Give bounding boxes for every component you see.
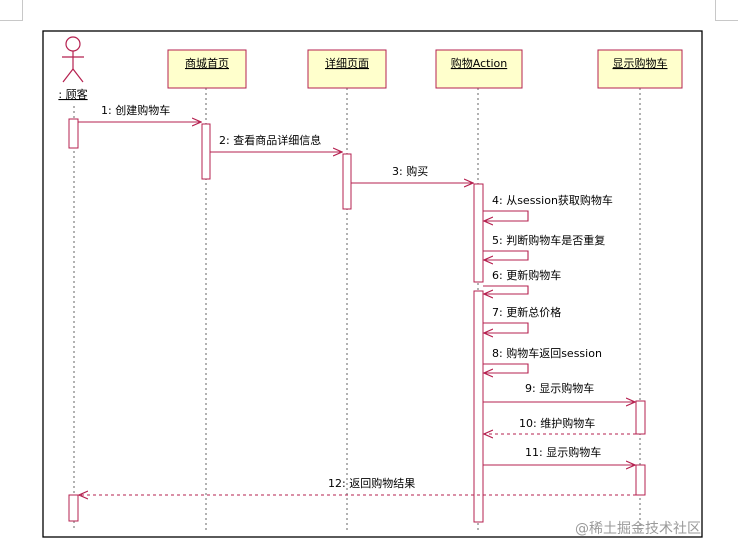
- message-9-label: 9: 显示购物车: [525, 381, 594, 395]
- participant-cart: 显示购物车: [597, 49, 683, 89]
- message-10-label: 10: 维护购物车: [519, 416, 595, 430]
- message-2-label: 2: 查看商品详细信息: [219, 133, 321, 147]
- message-6-arrow: [483, 285, 529, 294]
- message-5-arrow: [483, 250, 529, 260]
- activation-customer-2: [68, 494, 79, 522]
- message-3-label: 3: 购买: [392, 164, 428, 178]
- participant-action-label: 购物Action: [451, 56, 507, 70]
- crop-mark-left: [0, 0, 23, 21]
- message-8-arrow: [483, 363, 529, 373]
- actor-customer: [62, 36, 84, 83]
- actor-head-icon: [65, 36, 81, 52]
- message-6-label: 6: 更新购物车: [492, 268, 561, 282]
- message-8-label: 8: 购物车返回session: [492, 346, 602, 360]
- watermark-text: @稀土掘金技术社区: [575, 521, 701, 537]
- messages: [78, 122, 636, 495]
- message-4-label: 4: 从session获取购物车: [492, 193, 613, 207]
- message-7-arrow: [483, 322, 529, 333]
- participant-action: 购物Action: [435, 49, 523, 89]
- message-12-label: 12: 返回购物结果: [328, 476, 415, 490]
- diagram-frame: [42, 30, 703, 538]
- activation-customer-1: [68, 118, 79, 149]
- participant-detail: 详细页面: [307, 49, 387, 89]
- activation-cart-1: [635, 400, 646, 435]
- message-4-arrow: [483, 210, 529, 221]
- message-5-label: 5: 判断购物车是否重复: [492, 233, 605, 247]
- participant-home-label: 商城首页: [185, 56, 229, 70]
- participant-cart-label: 显示购物车: [613, 56, 668, 70]
- message-1-label: 1: 创建购物车: [101, 103, 170, 117]
- participant-customer-label: : 顾客: [58, 87, 87, 101]
- activation-cart-2: [635, 464, 646, 496]
- participant-home: 商城首页: [167, 49, 247, 89]
- activation-home-1: [201, 123, 211, 180]
- activation-action-2: [473, 290, 484, 523]
- participant-detail-label: 详细页面: [325, 56, 369, 70]
- message-labels: 1: 创建购物车 2: 查看商品详细信息 3: 购买 4: 从session获取…: [101, 103, 613, 490]
- message-11-label: 11: 显示购物车: [525, 445, 601, 459]
- activations: [68, 118, 646, 523]
- message-7-label: 7: 更新总价格: [492, 305, 561, 319]
- activation-action-1: [473, 183, 484, 283]
- crop-mark-right: [715, 0, 738, 21]
- activation-detail-1: [342, 153, 352, 210]
